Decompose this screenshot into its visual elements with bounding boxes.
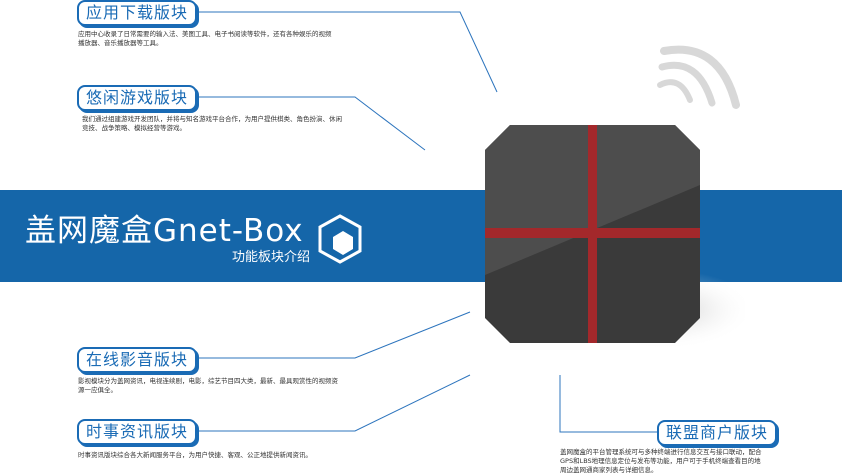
section-desc-merchant-alliance: 盖网魔盒的平台管理系统可与多种终端进行信息交互与接口联动，配合GPS和LBS地理… bbox=[560, 448, 762, 474]
section-desc-news: 时事资讯版块综合各大新闻服务平台，为用户快捷、客观、公正地提供新闻资讯。 bbox=[78, 451, 312, 459]
section-desc-app-download: 应用中心收录了日常需要的输入法、美图工具、电子书阅读等软件，还有各种娱乐的视频播… bbox=[78, 30, 332, 47]
title-band bbox=[0, 190, 842, 282]
wifi-signal-icon bbox=[657, 45, 740, 109]
section-title-online-media: 在线影音版块 bbox=[77, 347, 198, 373]
gnet-box-device bbox=[485, 125, 745, 350]
section-title-app-download: 应用下载版块 bbox=[77, 0, 198, 26]
section-desc-casual-games: 我们通过组建游戏开发团队，并将与知名游戏平台合作，为用户提供棋类、角色扮演、休闲… bbox=[82, 115, 342, 132]
section-title-news: 时事资讯版块 bbox=[77, 419, 198, 445]
hexagon-logo-icon bbox=[318, 214, 362, 264]
page-subtitle: 功能板块介绍 bbox=[232, 250, 311, 265]
section-title-merchant-alliance: 联盟商户版块 bbox=[657, 420, 778, 446]
section-title-casual-games: 悠闲游戏版块 bbox=[77, 85, 198, 111]
section-desc-online-media: 影视模块分为盖网资讯，电视连续剧，电影，综艺节目四大类，最新、最具观赏性的视频资… bbox=[78, 377, 338, 394]
page-title: 盖网魔盒Gnet-Box bbox=[25, 213, 304, 249]
